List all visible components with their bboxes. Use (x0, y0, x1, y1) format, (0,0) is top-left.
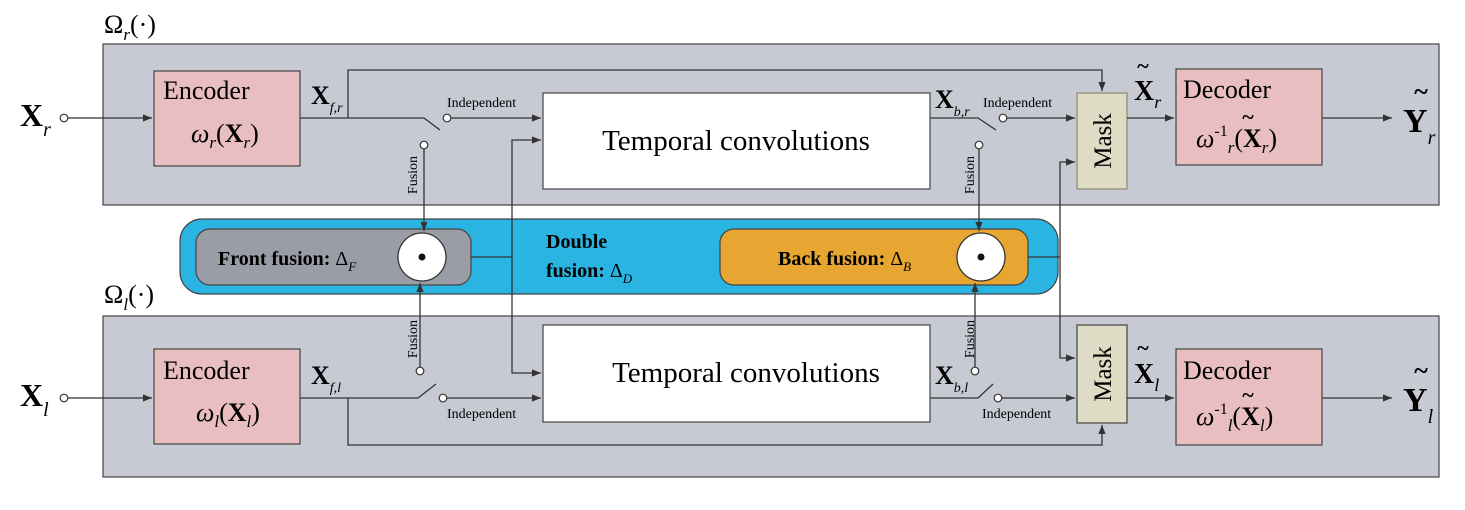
switch-front-r-fusion-terminal (419, 140, 429, 150)
mask-l-label: Mask (1090, 346, 1117, 402)
switch-back-l-fusion: Fusion (963, 320, 978, 358)
svg-text:Yr: Yr (1403, 103, 1436, 149)
encoder-r-title: Encoder (163, 76, 250, 105)
back-fusion-operator (956, 232, 1006, 282)
switch-back-r-fusion: Fusion (963, 156, 978, 194)
switch-front-l-independent: Independent (447, 407, 516, 422)
switch-back-l-fusion-terminal (970, 366, 980, 376)
decoder-r-tilde: ~ (1242, 104, 1254, 129)
mask-r-label: Mask (1090, 113, 1117, 169)
wire-xfr-to-mask-r (347, 69, 1106, 118)
switch-back-r-independent-terminal (998, 113, 1008, 123)
double-fusion-label-line1: Double (546, 231, 607, 253)
svg-text:~: ~ (1137, 53, 1149, 78)
back-fusion-label: Back fusion: ΔB (778, 248, 911, 274)
input-r-terminal (59, 113, 69, 123)
wire-front-fusion-to-tc-r (511, 136, 541, 257)
temporal-conv-l: Temporal convolutions (542, 324, 931, 423)
switch-front-r-independent-terminal (442, 113, 452, 123)
temporal-conv-r: Temporal convolutions (542, 92, 931, 190)
decoder-r-function: ω-1r(Xr) (1196, 123, 1277, 157)
temporal-conv-r-label: Temporal convolutions (602, 125, 870, 157)
decoder-l-tilde: ~ (1242, 382, 1254, 407)
switch-front-r-independent: Independent (447, 96, 516, 111)
output-l-label: ~ Yl (1403, 356, 1434, 428)
switch-back-r-fusion-terminal (974, 140, 984, 150)
mask-r: Mask (1076, 92, 1128, 190)
svg-text:Xl: Xl (1134, 359, 1159, 395)
switch-back-r-independent: Independent (983, 96, 1052, 111)
switch-front-l-fusion: Fusion (406, 320, 421, 358)
signal-xtilde-r-label: ~ Xr (1134, 53, 1162, 112)
encoder-l-title: Encoder (163, 356, 250, 385)
output-r-label: ~ Yr (1403, 77, 1436, 149)
input-r-label: Xr (20, 97, 51, 141)
svg-text:~: ~ (1414, 356, 1428, 385)
signal-xfr-label: Xf,r (311, 81, 343, 116)
switch-front-l-independent-terminal (438, 393, 448, 403)
signal-xbl-label: Xb,l (935, 361, 968, 396)
front-fusion-label: Front fusion: ΔF (218, 248, 357, 274)
double-fusion-label-line2: fusion: ΔD (546, 260, 633, 286)
decoder-l: Decoder ω-1l(Xl) ~ (1175, 348, 1323, 446)
wire-xfr-to-switch (300, 117, 441, 131)
decoder-l-title: Decoder (1183, 356, 1271, 385)
svg-text:~: ~ (1414, 77, 1428, 106)
signal-xfl-label: Xf,l (311, 361, 341, 396)
input-l-label: Xl (20, 377, 49, 421)
wire-back-fusion-to-mask-r (1059, 158, 1075, 257)
encoder-r: Encoder ωr(Xr) (153, 70, 301, 167)
wire-xfl-to-mask-l (347, 398, 1106, 446)
mask-l: Mask (1076, 324, 1128, 424)
front-fusion-operator (397, 232, 447, 282)
wire-front-fusion-to-tc-l (511, 257, 541, 377)
signal-xtilde-l-label: ~ Xl (1134, 335, 1159, 395)
omega-r-label: Ωr(·) (104, 10, 156, 44)
decoder-r-title: Decoder (1183, 75, 1271, 104)
omega-l-label: Ωl(·) (104, 280, 154, 314)
encoder-r-function: ωr(Xr) (191, 119, 259, 152)
input-l-terminal (59, 393, 69, 403)
encoder-l: Encoder ωl(Xl) (153, 348, 301, 445)
signal-xbr-label: Xb,r (935, 85, 970, 120)
wires (59, 69, 1392, 446)
svg-text:~: ~ (1137, 335, 1149, 360)
wire-xbl-to-switch (930, 383, 994, 399)
svg-text:Xr: Xr (1134, 76, 1162, 112)
switch-back-l-independent-terminal (993, 393, 1003, 403)
encoder-l-function: ωl(Xl) (196, 398, 260, 431)
svg-text:Yl: Yl (1403, 382, 1434, 428)
wire-back-fusion-to-mask-l (1059, 257, 1075, 362)
switch-front-l-fusion-terminal (415, 366, 425, 376)
wire-xfl-to-switch (300, 383, 437, 399)
switch-back-l-independent: Independent (982, 407, 1051, 422)
wire-xbr-to-switch (930, 117, 997, 131)
decoder-r: Decoder ω-1r(Xr) ~ (1175, 68, 1323, 166)
decoder-l-function: ω-1l(Xl) (1196, 401, 1273, 435)
temporal-conv-l-label: Temporal convolutions (612, 357, 880, 389)
switch-front-r-fusion: Fusion (406, 156, 421, 194)
